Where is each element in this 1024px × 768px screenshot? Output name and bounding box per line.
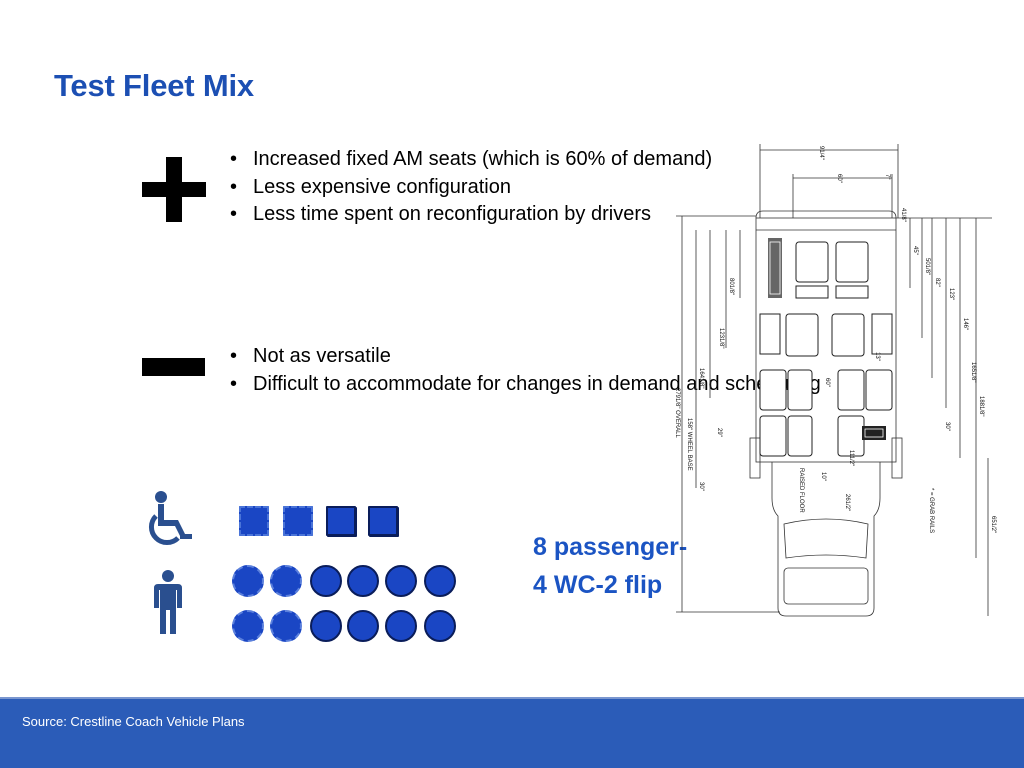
wheelchair-icon (148, 491, 192, 546)
dim-label: 30" (944, 422, 950, 431)
dim-label: 60" (836, 174, 842, 183)
con-item: Not as versatile (230, 343, 821, 371)
dim-label: 60" (824, 378, 830, 387)
dim-label: 651/2" (990, 516, 996, 533)
dim-label: 501/8" (924, 258, 930, 275)
dim-label: 82" (934, 278, 940, 287)
dim-label: 91/4" (818, 146, 824, 160)
ambulatory-seat (424, 610, 456, 642)
dim-label: 41/8" (900, 208, 906, 222)
vehicle-floor-plan: 91/4" 60" 7" 41/8" 45" 501/8" 82" 123" 1… (674, 144, 996, 617)
dim-label: 158" WHEEL BASE (686, 418, 692, 471)
ambulatory-seat-flip (270, 565, 302, 597)
con-item: Difficult to accommodate for changes in … (230, 371, 821, 399)
dim-label: 13" (874, 352, 880, 361)
ambulatory-seat-flip (270, 610, 302, 642)
ambulatory-seat (347, 610, 379, 642)
ambulatory-seat (310, 610, 342, 642)
wheelchair-seat (326, 506, 356, 536)
dim-label: 261/2" (844, 494, 850, 511)
vehicle-caption: 8 passenger- 4 WC-2 flip (533, 528, 687, 604)
slide-title: Test Fleet Mix (54, 68, 254, 103)
pro-item: Increased fixed AM seats (which is 60% o… (230, 146, 712, 174)
wheelchair-seat-flip (239, 506, 269, 536)
ambulatory-seat (347, 565, 379, 597)
pros-list: Increased fixed AM seats (which is 60% o… (230, 146, 712, 229)
footer-divider (0, 697, 1024, 699)
ambulatory-seat (424, 565, 456, 597)
dim-label: 801/8" (728, 278, 734, 295)
dim-label: 1881/8" (978, 396, 984, 416)
source-note: Source: Crestline Coach Vehicle Plans (22, 714, 245, 729)
caption-line: 8 passenger- (533, 533, 688, 561)
pro-item: Less time spent on reconfiguration by dr… (230, 201, 712, 229)
wheelchair-seat (368, 506, 398, 536)
dim-label: RAISED FLOOR (798, 468, 804, 513)
ambulatory-seat-flip (232, 565, 264, 597)
dim-label: 1641/8" (698, 368, 704, 388)
ambulatory-seat (310, 565, 342, 597)
dim-label: 1651/8" (970, 362, 976, 382)
ambulatory-seat (385, 565, 417, 597)
dim-label: 146" (962, 318, 968, 330)
pro-item: Less expensive configuration (230, 174, 712, 202)
dim-label: 111/2" (848, 450, 854, 466)
dim-label: 10" (820, 472, 826, 481)
cons-list: Not as versatile Difficult to accommodat… (230, 343, 821, 398)
person-icon (154, 570, 182, 634)
ambulatory-seat-flip (232, 610, 264, 642)
ambulatory-seat (385, 610, 417, 642)
dim-label: 29" (716, 428, 722, 437)
minus-icon (142, 358, 205, 376)
dim-label: * = GRAB RAILS (928, 488, 934, 533)
dim-label: 123" (948, 288, 954, 300)
wheelchair-seat-flip (283, 506, 313, 536)
dim-label: 1231/8" (718, 328, 724, 348)
dim-label: 7" (884, 174, 890, 179)
dim-label: 2791/8" OVERALL (674, 388, 680, 438)
caption-line: 4 WC-2 flip (533, 571, 663, 599)
dim-label: 30" (698, 482, 704, 491)
footer-bar: Source: Crestline Coach Vehicle Plans (0, 697, 1024, 768)
dim-label: 45" (912, 246, 918, 255)
